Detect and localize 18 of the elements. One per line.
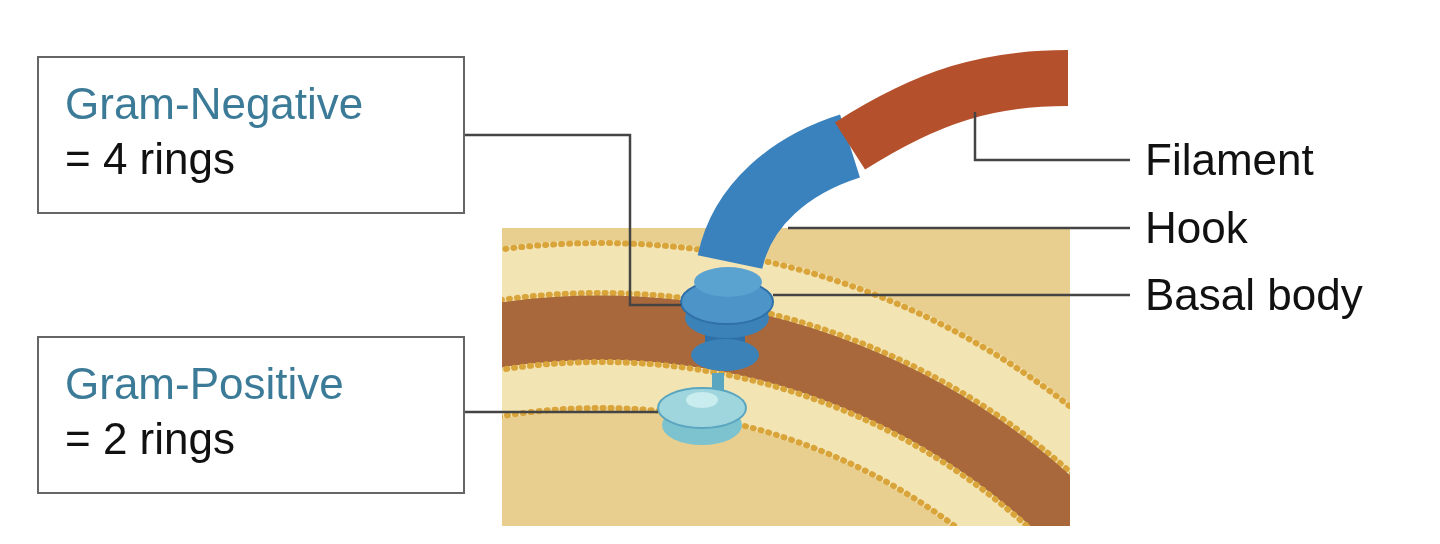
leader-line <box>788 226 1130 230</box>
label-box <box>37 336 465 494</box>
box-text: = 2 rings <box>65 413 236 465</box>
leader-line <box>773 293 1130 297</box>
label-box <box>37 56 465 214</box>
part-label: Basal body <box>1145 273 1363 317</box>
flagellum-filament-drawing <box>835 50 1069 170</box>
leader-line <box>465 410 658 414</box>
basal-body-drawing <box>680 267 774 371</box>
flagellum-hook-drawing <box>698 114 861 271</box>
box-heading: Gram-Negative <box>65 78 365 130</box>
box-text: = 4 rings <box>65 133 236 185</box>
leader-line <box>465 133 681 307</box>
ring-drawing <box>657 373 747 445</box>
leader-line <box>973 112 1130 162</box>
box-heading: Gram-Positive <box>65 358 345 410</box>
part-label: Filament <box>1145 138 1314 182</box>
part-label: Hook <box>1145 206 1248 250</box>
